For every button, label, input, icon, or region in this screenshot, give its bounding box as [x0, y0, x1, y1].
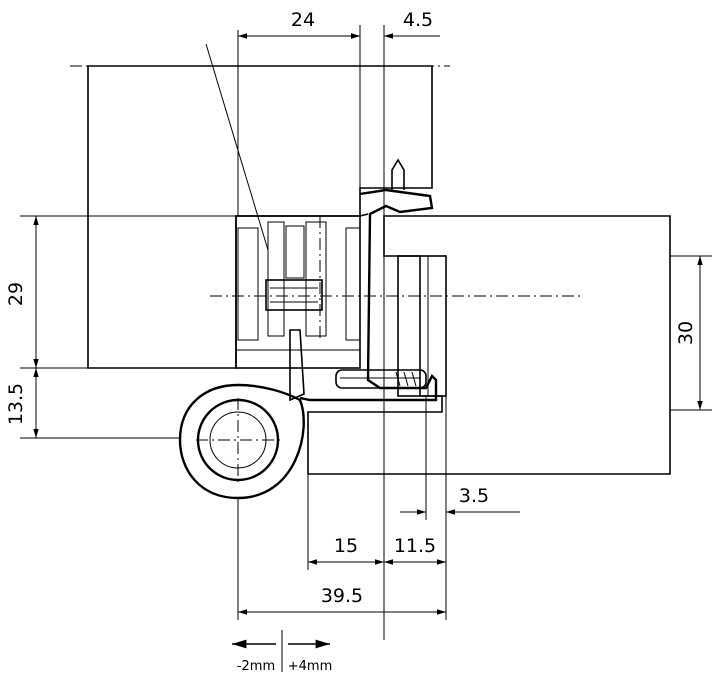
dim-inset-a: 15: [334, 535, 358, 557]
frame-hinge-body: [235, 215, 361, 369]
dim-top-gap: 4.5: [403, 9, 433, 31]
adjust-minus-label: -2mm: [237, 659, 275, 674]
dimension-labels: 24 4.5 29 13.5 30 3.5 15 11.5 39.5 -2mm …: [5, 9, 697, 674]
hinge-knuckle: [178, 383, 305, 500]
dim-top-width: 24: [291, 9, 315, 31]
adjust-plus-label: +4mm: [288, 659, 333, 674]
center-lines: [70, 30, 580, 340]
door-frame-section: [87, 65, 433, 369]
door-leaf-section: [307, 215, 671, 475]
dim-right-height: 30: [675, 321, 697, 345]
dim-left-upper: 29: [5, 282, 27, 306]
hinge-bracket: [289, 158, 438, 402]
dim-inset-b: 11.5: [394, 535, 436, 557]
dim-overall-width: 39.5: [321, 585, 363, 607]
dim-offset-small: 3.5: [459, 485, 489, 507]
extension-lines: [20, 25, 712, 640]
dim-left-lower: 13.5: [5, 383, 27, 425]
dimension-lines: [33, 33, 703, 672]
